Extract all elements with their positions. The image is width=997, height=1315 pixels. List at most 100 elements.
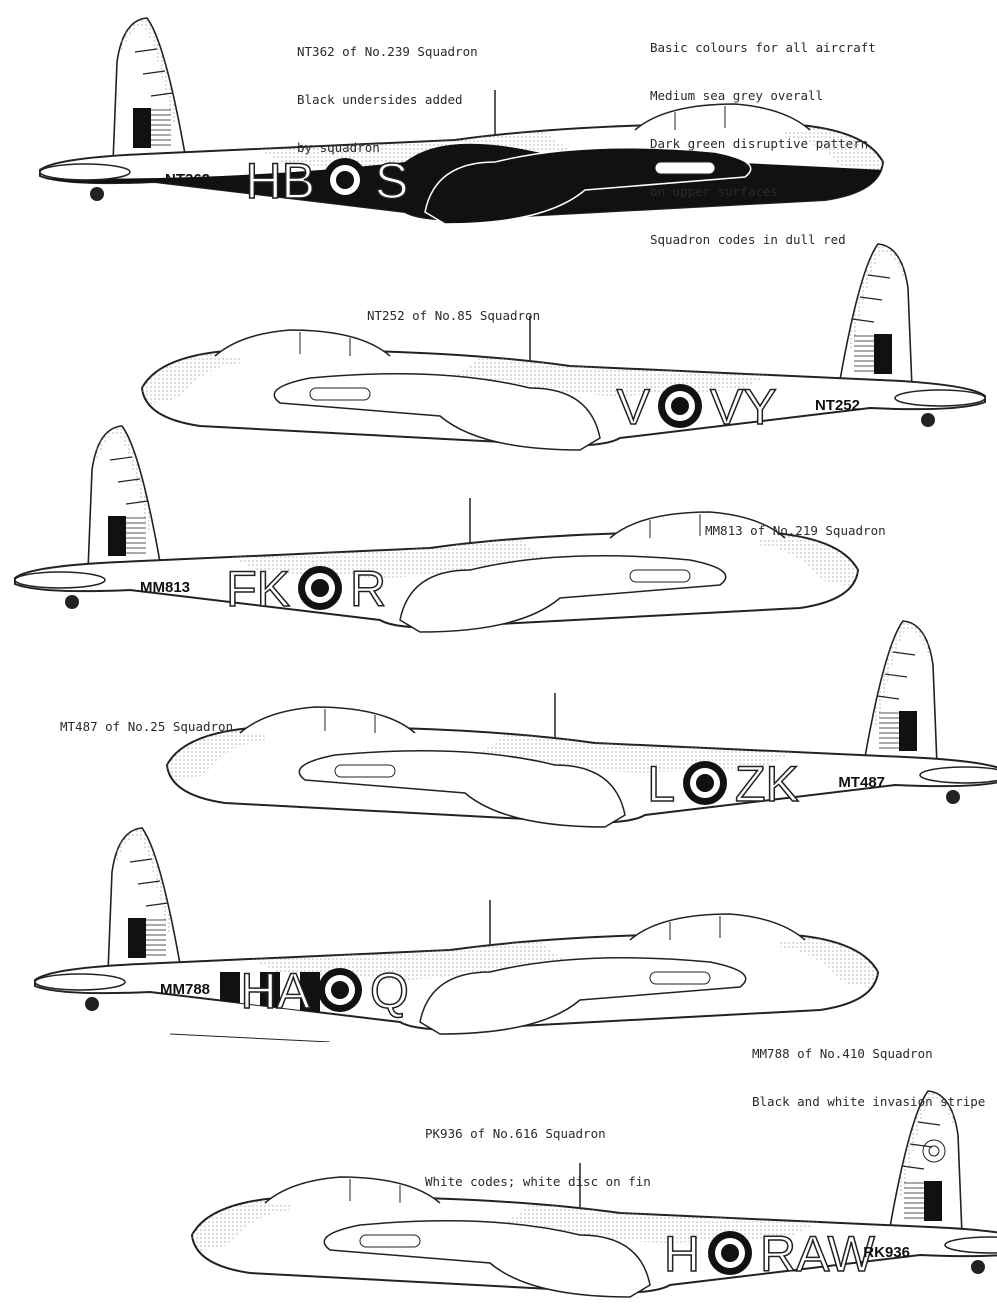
- canopy: [239, 706, 416, 734]
- tail-wheel: [65, 595, 79, 609]
- invasion-stripe: [280, 972, 300, 1030]
- fin: [107, 827, 181, 973]
- antenna: [876, 695, 900, 700]
- fin-stipple: [118, 18, 178, 123]
- squadron-code-right: R: [350, 561, 386, 617]
- exhaust-shroud: [309, 387, 371, 401]
- serial-number: RK936: [863, 1244, 910, 1261]
- caption-mm788: MM788 of No.410 Squadron Black and white…: [752, 1014, 985, 1126]
- roundel-ring: [715, 1238, 745, 1268]
- note-line: Squadron codes in dull red: [650, 232, 846, 247]
- caption-line: NT252 of No.85 Squadron: [367, 308, 541, 323]
- stripe-ground-line: [169, 1033, 331, 1042]
- tail-wheel: [90, 187, 104, 201]
- antenna: [884, 673, 908, 678]
- tail-wheel: [946, 790, 960, 804]
- roundel: [298, 566, 342, 610]
- fin: [87, 425, 161, 571]
- note-line: Dark green disruptive pattern: [650, 136, 869, 151]
- engine-nacelle: [399, 555, 727, 633]
- fin-disc: [922, 1139, 946, 1163]
- engine-nacelle: [419, 957, 747, 1035]
- caption-nt362: NT362 of No.239 Squadron Black underside…: [297, 12, 478, 172]
- roundel-centre: [671, 397, 689, 415]
- antenna: [129, 858, 153, 863]
- canopy: [264, 1176, 441, 1204]
- serial-number: MM813: [140, 579, 190, 596]
- invasion-stripe: [240, 972, 260, 1030]
- fin-flash: [924, 1181, 942, 1221]
- invasion-stripe: [260, 972, 280, 1030]
- camouflage-pattern: [490, 1205, 850, 1243]
- fin-flash: [899, 711, 917, 751]
- roundel: [683, 761, 727, 805]
- antenna: [137, 880, 161, 885]
- fuselage-detail: [167, 726, 825, 785]
- tailplane: [919, 766, 997, 784]
- airframe: [165, 620, 997, 828]
- caption-line: MT487 of No.25 Squadron: [60, 719, 234, 734]
- roundel-centre: [696, 774, 714, 792]
- airframe: [140, 243, 986, 451]
- tail-wheel: [921, 413, 935, 427]
- airframe: [34, 827, 880, 1035]
- caption-mm813: MM813 of No.219 Squadron: [705, 491, 886, 555]
- antenna: [901, 1165, 925, 1170]
- antenna: [859, 296, 883, 301]
- caption-line: MM813 of No.219 Squadron: [705, 523, 886, 538]
- fin-flash: [128, 918, 146, 958]
- fin-flash: [133, 108, 151, 148]
- tailplane: [14, 571, 106, 589]
- canopy: [629, 913, 806, 941]
- tail-wheel: [85, 997, 99, 1011]
- fin: [112, 17, 186, 163]
- roundel: [318, 968, 362, 1012]
- caption-line: Black and white invasion stripe: [752, 1094, 986, 1109]
- camouflage-pattern: [440, 358, 800, 396]
- tailplane: [944, 1236, 997, 1254]
- antenna: [867, 274, 891, 279]
- squadron-code-left: V: [617, 379, 651, 435]
- exhaust-shroud: [649, 971, 711, 985]
- roundel-ring: [665, 391, 695, 421]
- fuselage: [165, 725, 997, 824]
- squadron-code-right: RAW: [760, 1226, 876, 1282]
- serial-number: NT362: [165, 171, 210, 188]
- camouflage-pattern: [220, 942, 580, 980]
- caption-mt487: MT487 of No.25 Squadron: [60, 687, 233, 751]
- tailplane: [39, 163, 131, 181]
- squadron-code-left: FK: [226, 561, 290, 617]
- nose-stipple: [142, 349, 240, 408]
- caption-line: Black undersides added: [297, 92, 463, 107]
- antenna: [892, 651, 916, 656]
- engine-nacelle: [273, 373, 601, 451]
- fuselage: [140, 348, 986, 447]
- squadron-code-right: ZK: [735, 756, 799, 812]
- antenna: [142, 70, 166, 75]
- antenna: [909, 1143, 933, 1148]
- fin-flash: [874, 334, 892, 374]
- roundel-ring: [325, 975, 355, 1005]
- serial-number: MT487: [838, 774, 885, 791]
- camouflage-pattern: [465, 735, 825, 773]
- note-line: Medium sea grey overall: [650, 88, 824, 103]
- fuselage: [190, 1195, 997, 1294]
- tailplane: [894, 389, 986, 407]
- antenna: [109, 456, 133, 461]
- colour-notes: Basic colours for all aircraft Medium se…: [650, 8, 876, 264]
- squadron-code-left: H: [664, 1226, 700, 1282]
- roundel-centre: [331, 981, 349, 999]
- fin-stipple: [113, 828, 173, 933]
- antenna: [145, 902, 169, 907]
- roundel-centre: [336, 171, 354, 189]
- invasion-stripe: [300, 972, 320, 1030]
- fin-stipple: [872, 621, 932, 726]
- roundel-centre: [311, 579, 329, 597]
- caption-line: by squadron: [297, 140, 380, 155]
- exhaust-shroud: [359, 1234, 421, 1248]
- engine-nacelle: [323, 1220, 651, 1298]
- note-line: on upper surfaces: [650, 184, 778, 199]
- caption-line: NT362 of No.239 Squadron: [297, 44, 478, 59]
